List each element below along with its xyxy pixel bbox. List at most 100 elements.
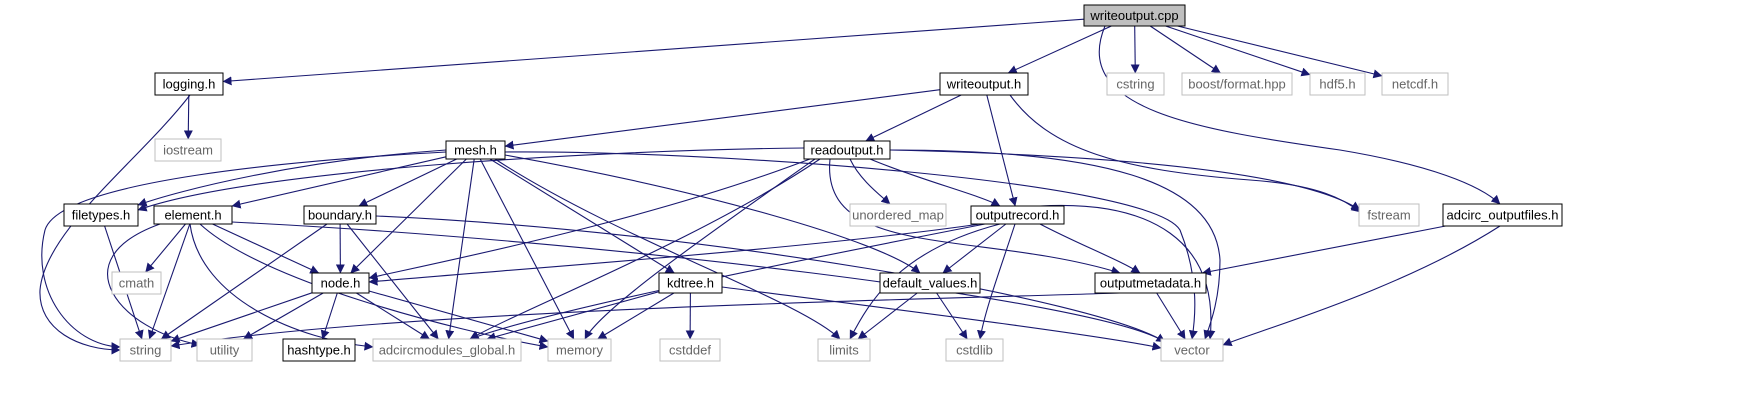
edge-node-h-to-adcircmodules-global-h bbox=[356, 292, 430, 340]
node-box bbox=[547, 338, 612, 362]
edge-boundary-h-to-string bbox=[160, 223, 328, 340]
node-box bbox=[445, 140, 506, 160]
node-iostream: iostream bbox=[154, 138, 222, 162]
node-box bbox=[119, 338, 172, 362]
edge-readoutput-h-to-outputrecord-h bbox=[869, 158, 1001, 207]
node-box bbox=[196, 338, 253, 362]
edge-kdtree-h-to-vector bbox=[721, 286, 1162, 351]
edge-default-values-h-to-limits bbox=[857, 292, 918, 340]
node-hashtype-h[interactable]: hashtype.h bbox=[282, 338, 356, 362]
node-cmath: cmath bbox=[111, 271, 162, 295]
edge-node-h-to-hashtype-h bbox=[320, 292, 338, 340]
node-label: element.h bbox=[164, 208, 221, 223]
node-label: mesh.h bbox=[454, 143, 497, 158]
node-readoutput-h[interactable]: readoutput.h bbox=[803, 140, 891, 160]
node-string: string bbox=[119, 338, 172, 362]
node-unordered-map: unordered_map bbox=[849, 203, 947, 227]
edge-kdtree-h-to-memory bbox=[597, 292, 675, 340]
node-label: vector bbox=[1174, 343, 1210, 358]
node-outputrecord-h[interactable]: outputrecord.h bbox=[970, 205, 1065, 225]
node-label: hdf5.h bbox=[1319, 77, 1355, 92]
node-box bbox=[153, 205, 233, 225]
node-writeoutput-cpp[interactable]: writeoutput.cpp bbox=[1083, 4, 1186, 27]
edge-element-h-to-node-h bbox=[212, 223, 320, 274]
node-box bbox=[659, 338, 721, 362]
node-outputmetadata-h[interactable]: outputmetadata.h bbox=[1094, 272, 1207, 294]
node-default-values-h[interactable]: default_values.h bbox=[879, 272, 981, 294]
edge-readoutput-h-to-node-h bbox=[368, 158, 811, 281]
node-label: cmath bbox=[119, 276, 154, 291]
node-adcirc-outputfiles-h[interactable]: adcirc_outputfiles.h bbox=[1442, 203, 1563, 227]
node-label: boost/format.hpp bbox=[1188, 77, 1286, 92]
node-cstdlib: cstdlib bbox=[945, 338, 1004, 362]
edge-mesh-h-to-adcircmodules-global-h bbox=[445, 158, 475, 340]
edge-default-values-h-to-cstdlib bbox=[936, 292, 968, 340]
edge-mesh-h-to-boundary-h bbox=[358, 158, 457, 207]
edge-readoutput-h-to-adcircmodules-global-h bbox=[469, 158, 821, 340]
node-kdtree-h[interactable]: kdtree.h bbox=[658, 272, 723, 294]
node-box bbox=[154, 138, 222, 162]
edge-readoutput-h-to-vector bbox=[889, 149, 1221, 340]
edge-writeoutput-cpp-to-hdf5-h bbox=[1165, 25, 1311, 77]
edge-writeoutput-h-to-outputrecord-h bbox=[986, 94, 1018, 207]
node-label: cstdlib bbox=[956, 343, 993, 358]
node-label: fstream bbox=[1367, 208, 1410, 223]
edge-layer bbox=[39, 18, 1501, 355]
edge-readoutput-h-to-fstream bbox=[889, 149, 1361, 211]
edge-writeoutput-cpp-to-cstring bbox=[1130, 25, 1140, 74]
node-label: writeoutput.cpp bbox=[1089, 8, 1178, 23]
node-box bbox=[1094, 272, 1207, 294]
node-box bbox=[1083, 4, 1186, 27]
edge-writeoutput-cpp-to-writeoutput-h bbox=[1007, 25, 1112, 74]
node-label: outputmetadata.h bbox=[1100, 276, 1201, 291]
node-boundary-h[interactable]: boundary.h bbox=[303, 205, 377, 225]
node-label: boundary.h bbox=[308, 208, 372, 223]
edge-readoutput-h-to-outputmetadata-h bbox=[829, 158, 1121, 275]
edge-outputrecord-h-to-cstdlib bbox=[977, 223, 1016, 340]
edge-outputrecord-h-to-node-h bbox=[368, 223, 981, 286]
node-filetypes-h[interactable]: filetypes.h bbox=[63, 203, 139, 227]
edge-element-h-to-vector bbox=[231, 221, 1166, 343]
node-box bbox=[1181, 72, 1293, 96]
edge-outputmetadata-h-to-vector bbox=[1156, 292, 1186, 340]
node-label: logging.h bbox=[163, 77, 216, 92]
node-box bbox=[303, 205, 377, 225]
node-label: outputrecord.h bbox=[976, 208, 1060, 223]
edge-element-h-to-cmath bbox=[145, 223, 186, 273]
node-element-h[interactable]: element.h bbox=[153, 205, 233, 225]
node-label: node.h bbox=[321, 276, 361, 291]
edge-mesh-h-to-kdtree-h bbox=[489, 158, 675, 274]
edge-mesh-h-to-string bbox=[41, 151, 447, 352]
node-writeoutput-h[interactable]: writeoutput.h bbox=[939, 72, 1029, 96]
edge-outputmetadata-h-to-string bbox=[170, 292, 1121, 350]
node-box bbox=[803, 140, 891, 160]
edge-kdtree-h-to-adcircmodules-global-h bbox=[486, 291, 660, 342]
edge-outputrecord-h-to-default-values-h bbox=[942, 223, 1007, 274]
node-box bbox=[63, 203, 139, 227]
edge-writeoutput-cpp-to-boost-format bbox=[1149, 25, 1221, 74]
edge-writeoutput-h-to-mesh-h bbox=[504, 89, 941, 150]
node-hdf5-h: hdf5.h bbox=[1309, 72, 1366, 96]
edge-readoutput-h-to-filetypes-h bbox=[137, 147, 805, 212]
node-layer: writeoutput.cpp logging.h writeoutput.h cst… bbox=[63, 4, 1563, 362]
node-box bbox=[372, 338, 522, 362]
edge-logging-h-to-iostream bbox=[183, 94, 193, 140]
edge-mesh-h-to-limits bbox=[494, 158, 841, 340]
node-node-h[interactable]: node.h bbox=[311, 272, 370, 294]
edge-mesh-h-to-memory bbox=[479, 158, 575, 340]
edge-readoutput-h-to-unordered-map bbox=[849, 158, 891, 205]
node-mesh-h[interactable]: mesh.h bbox=[445, 140, 506, 160]
node-cstring: cstring bbox=[1106, 72, 1165, 96]
node-box bbox=[879, 272, 981, 294]
node-box bbox=[939, 72, 1029, 96]
node-label: adcircmodules_global.h bbox=[379, 343, 516, 358]
node-boost-format: boost/format.hpp bbox=[1181, 72, 1293, 96]
node-logging-h[interactable]: logging.h bbox=[154, 72, 224, 96]
edge-adcirc-outputfiles-h-to-outputmetadata-h bbox=[1201, 225, 1446, 276]
node-label: netcdf.h bbox=[1392, 77, 1438, 92]
node-label: writeoutput.h bbox=[946, 77, 1021, 92]
node-box bbox=[970, 205, 1065, 225]
node-utility: utility bbox=[196, 338, 253, 362]
edge-element-h-to-memory bbox=[199, 223, 549, 350]
edge-boundary-h-to-vector bbox=[375, 215, 1166, 343]
